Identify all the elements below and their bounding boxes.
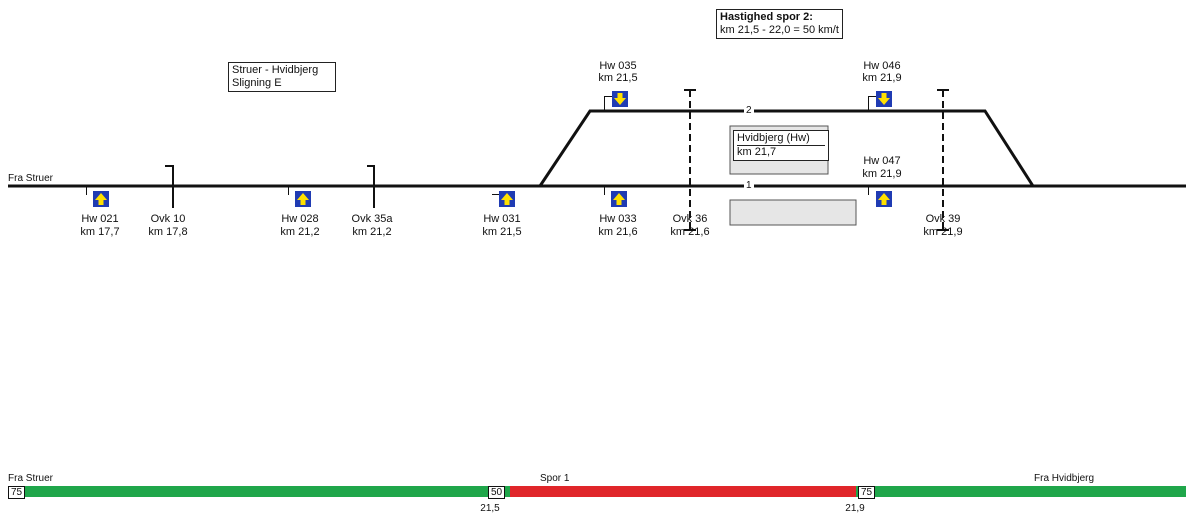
crossing-ovk-36-mark <box>684 89 696 231</box>
speed-segment-3 <box>856 486 1186 497</box>
speed-note-title: Hastighed spor 2: <box>720 11 813 23</box>
crossing-ovk-10-mark <box>165 165 174 208</box>
station-name: Hvidbjerg (Hw) <box>737 132 810 144</box>
profile-left-label: Fra Struer <box>8 473 54 484</box>
speed-value: 75 <box>8 486 26 499</box>
signal-km: km 21,5 <box>598 72 638 84</box>
signal-stem <box>288 186 296 195</box>
station-km: km 21,7 <box>737 145 825 159</box>
crossing-ovk-39-mark <box>937 89 949 231</box>
line-title-box: Struer - Hvidbjerg Sligning E <box>228 62 336 92</box>
track-2-line <box>538 109 1035 187</box>
track-1-label: 1 <box>744 179 754 192</box>
crossing-name: Ovk 35a <box>351 213 393 225</box>
signal-up-icon <box>93 191 109 207</box>
signal-name: Hw 028 <box>281 213 319 225</box>
crossing-name: Ovk 36 <box>672 213 708 225</box>
line-title: Struer - Hvidbjerg <box>232 64 319 76</box>
signal-name: Hw 033 <box>599 213 637 225</box>
signal-km: km 21,9 <box>862 72 902 84</box>
signal-stem <box>492 194 500 196</box>
speed-segment-1 <box>8 486 510 497</box>
signal-name: Hw 031 <box>483 213 521 225</box>
signal-up-icon <box>499 191 515 207</box>
signal-km: km 21,6 <box>598 226 638 238</box>
crossing-km: km 17,8 <box>148 226 188 238</box>
signal-up-icon <box>611 191 627 207</box>
speed-value: 50 <box>488 486 506 499</box>
signal-up-icon <box>876 191 892 207</box>
line-subtitle: Sligning E <box>232 77 282 89</box>
crossing-km: km 21,9 <box>923 226 963 238</box>
km-mark: 21,9 <box>845 503 865 514</box>
signal-stem <box>86 186 94 195</box>
signal-km: km 21,9 <box>862 168 902 180</box>
signal-down-icon <box>612 91 628 107</box>
profile-right-label: Fra Hvidbjerg <box>1034 473 1095 484</box>
crossing-name: Ovk 39 <box>925 213 961 225</box>
signal-km: km 21,2 <box>280 226 320 238</box>
signal-up-icon <box>295 191 311 207</box>
speed-segment-2 <box>510 486 856 497</box>
signal-km: km 21,5 <box>482 226 522 238</box>
signal-stem <box>868 186 877 195</box>
crossing-km: km 21,6 <box>670 226 710 238</box>
signal-stem <box>868 96 877 111</box>
signal-stem <box>604 186 612 195</box>
platform-south <box>729 199 857 226</box>
crossing-km: km 21,2 <box>352 226 392 238</box>
speed-note-range: km 21,5 - 22,0 = 50 km/t <box>720 24 839 36</box>
from-struer-label: Fra Struer <box>8 173 54 184</box>
track-2-label: 2 <box>744 104 754 117</box>
station-box: Hvidbjerg (Hw) km 21,7 <box>733 130 829 161</box>
profile-center-label: Spor 1 <box>540 473 570 484</box>
crossing-name: Ovk 10 <box>150 213 186 225</box>
crossing-ovk-35a-mark <box>367 165 375 208</box>
signal-km: km 17,7 <box>80 226 120 238</box>
signal-down-icon <box>876 91 892 107</box>
signal-name: Hw 046 <box>863 60 901 72</box>
signal-name: Hw 035 <box>599 60 637 72</box>
signal-stem <box>604 96 613 111</box>
signal-name: Hw 021 <box>81 213 119 225</box>
signal-name: Hw 047 <box>863 155 901 167</box>
speed-value: 75 <box>858 486 876 499</box>
speed-note-box: Hastighed spor 2: km 21,5 - 22,0 = 50 km… <box>716 9 843 39</box>
km-mark: 21,5 <box>480 503 500 514</box>
